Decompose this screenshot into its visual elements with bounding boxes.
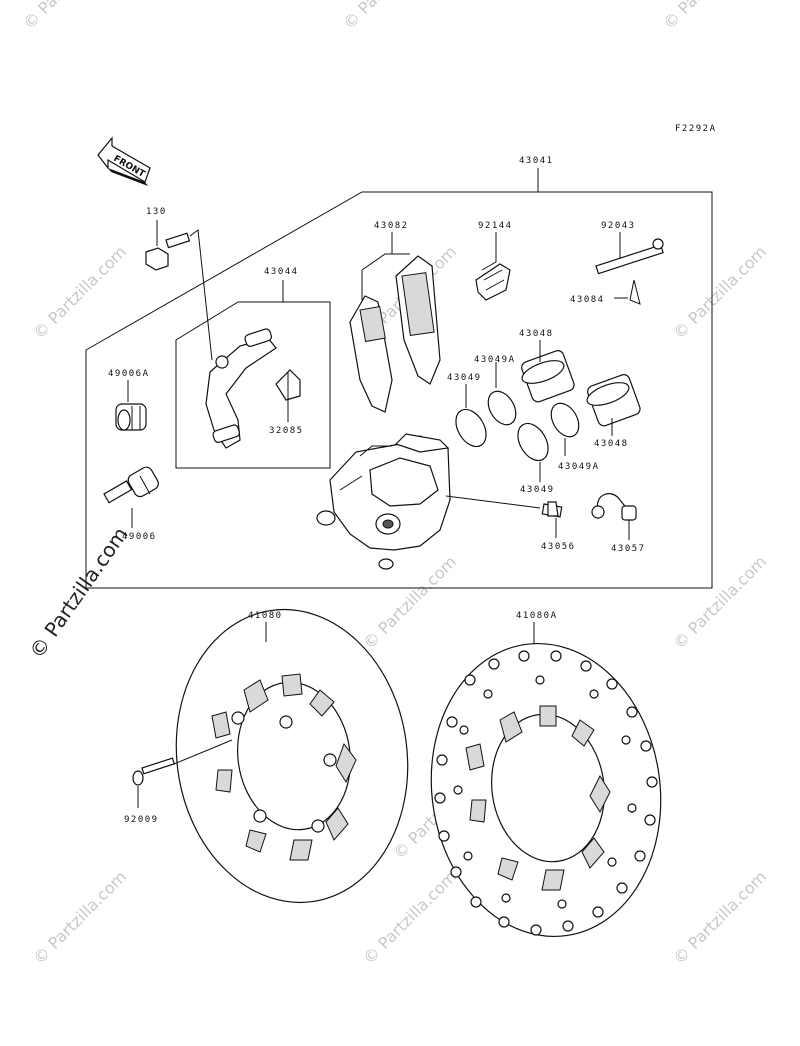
brake-disc-41080A: [430, 642, 662, 938]
piston-43048-b: [586, 374, 641, 427]
clip-43084: [629, 279, 641, 305]
pad-pin-92043: [595, 238, 664, 275]
label-43082: 43082: [374, 221, 409, 231]
seal-43049-a: [455, 408, 487, 448]
screw-92009: [132, 757, 176, 786]
label-43049-a: 43049: [447, 373, 482, 383]
watermark: © Partzilla.com: [669, 552, 770, 653]
bolt-130: [145, 232, 191, 271]
bleeder-cap-43057: [591, 493, 637, 521]
label-43057: 43057: [611, 544, 646, 554]
watermark: © Partzilla.com: [29, 867, 130, 968]
label-92144: 92144: [478, 221, 513, 231]
front-arrow-icon: FRONT: [97, 136, 151, 186]
label-43049A-a: 43049A: [474, 355, 516, 365]
caliper-assembly-frame: [85, 191, 713, 589]
brake-pads-43082: [349, 255, 441, 413]
label-41080A: 41080A: [516, 611, 558, 621]
label-92043: 92043: [601, 221, 636, 231]
watermark-main: © Partzilla.com: [24, 523, 132, 663]
watermark: © Partzilla.com: [19, 0, 120, 33]
label-43048-a: 43048: [519, 329, 554, 339]
caliper-body: [316, 433, 451, 570]
caliper-bracket: [205, 328, 277, 449]
pad-spring-92144: [475, 261, 511, 301]
bracket-subframe: [175, 301, 331, 469]
label-49006: 49006: [122, 532, 157, 542]
bleeder-43056: [541, 501, 563, 518]
watermark: © Partzilla.com: [669, 242, 770, 343]
watermark: © Partzilla.com: [359, 867, 460, 968]
label-43049A-b: 43049A: [558, 462, 600, 472]
label-41080: 41080: [248, 611, 283, 621]
label-43044: 43044: [264, 267, 299, 277]
watermark: © Partzilla.com: [669, 867, 770, 968]
label-32085: 32085: [269, 426, 304, 436]
seal-43049A-b: [550, 402, 580, 438]
dust-boot-49006A: [115, 403, 147, 431]
label-43084: 43084: [570, 295, 605, 305]
watermark: © Partzilla.com: [29, 242, 130, 343]
ref-code: F2292A: [675, 124, 717, 134]
watermark: © Partzilla.com: [659, 0, 760, 33]
seal-43049A-a: [487, 390, 517, 426]
watermark: © Partzilla.com: [339, 0, 440, 33]
label-43049-b: 43049: [520, 485, 555, 495]
watermark: © Partzilla.com: [359, 552, 460, 653]
seal-43049-b: [517, 422, 549, 462]
label-43048-b: 43048: [594, 439, 629, 449]
dust-boot-49006: [103, 466, 159, 504]
brake-disc-41080: [175, 608, 409, 904]
label-49006A: 49006A: [108, 369, 150, 379]
piston-43048-a: [521, 350, 575, 403]
label-43041: 43041: [519, 156, 554, 166]
label-130: 130: [146, 207, 167, 217]
clip-32085: [275, 369, 301, 401]
label-92009: 92009: [124, 815, 159, 825]
label-43056: 43056: [541, 542, 576, 552]
